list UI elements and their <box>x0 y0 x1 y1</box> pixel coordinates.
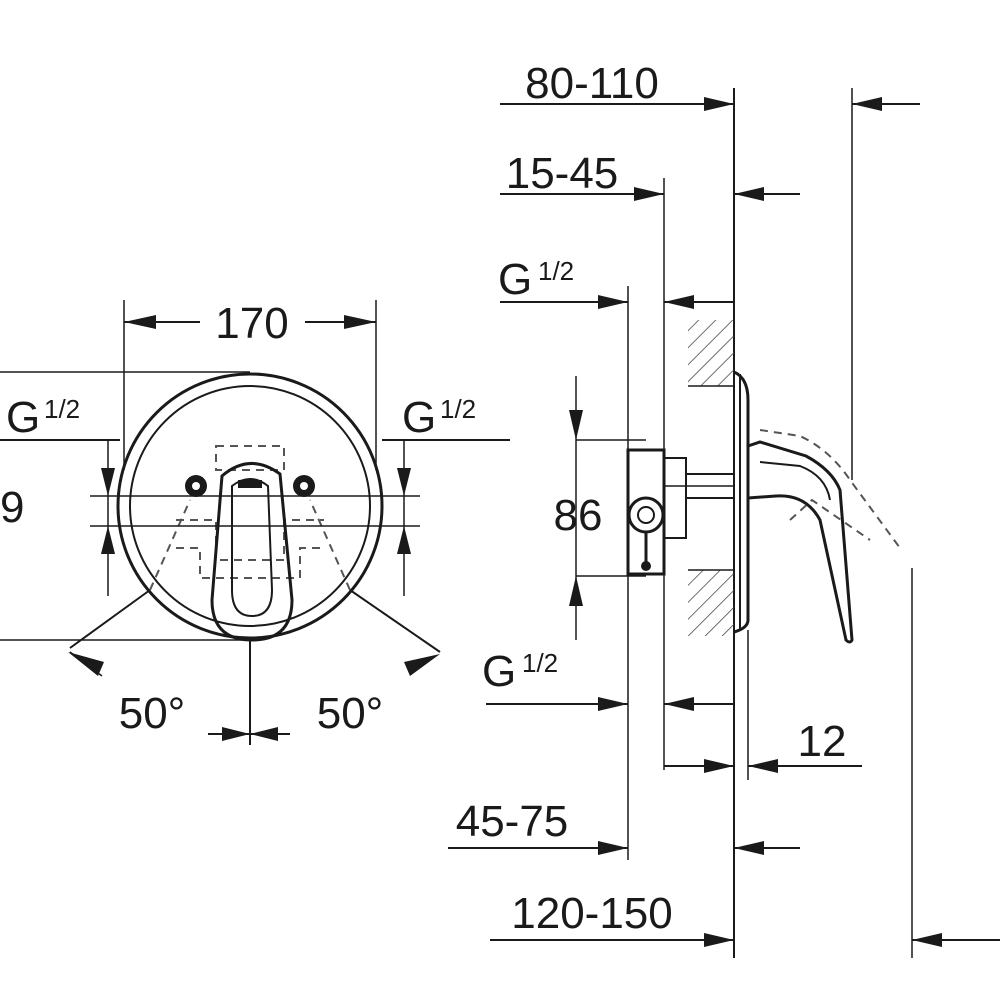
side-view: 80-110 15-45 G 1/2 86 G 1/2 12 <box>448 59 1000 958</box>
cover-plate <box>733 370 750 634</box>
angle-left: 50° <box>119 689 186 738</box>
dim-flange: 15-45 <box>506 149 619 198</box>
conn-left-fraction: 1/2 <box>44 394 80 424</box>
dim-depth-total: 80-110 <box>525 59 659 108</box>
dim-install-depth: 45-75 <box>456 797 569 846</box>
brand-logo <box>238 480 262 488</box>
rosette-outer <box>116 372 384 640</box>
conn-top-fraction: 1/2 <box>538 256 574 286</box>
dim-height-partial: 9 <box>0 483 24 532</box>
conn-left-label: G <box>6 393 40 442</box>
conn-right-fraction: 1/2 <box>440 394 476 424</box>
lever-handle <box>210 462 294 642</box>
dim-center-height: 86 <box>554 491 603 540</box>
front-view: 170 G 1/2 9 G 1/2 50° 50° <box>0 299 510 745</box>
conn-bottom-fraction: 1/2 <box>522 648 558 678</box>
screw-left <box>185 475 207 497</box>
lever-side <box>746 440 854 644</box>
wall-section-top <box>688 320 734 386</box>
conn-right-label: G <box>402 393 436 442</box>
angle-right: 50° <box>317 689 384 738</box>
dim-overall-depth: 120-150 <box>511 889 672 938</box>
conn-top-label: G <box>498 255 532 304</box>
conn-bottom-label: G <box>482 647 516 696</box>
wall-section-bottom <box>688 570 734 636</box>
dim-cover-thickness: 12 <box>798 717 847 766</box>
screw-right <box>293 475 315 497</box>
valve-port <box>627 496 665 534</box>
valve-body-hidden <box>149 445 351 591</box>
dim-width: 170 <box>215 299 288 348</box>
rosette-inner <box>129 385 371 627</box>
